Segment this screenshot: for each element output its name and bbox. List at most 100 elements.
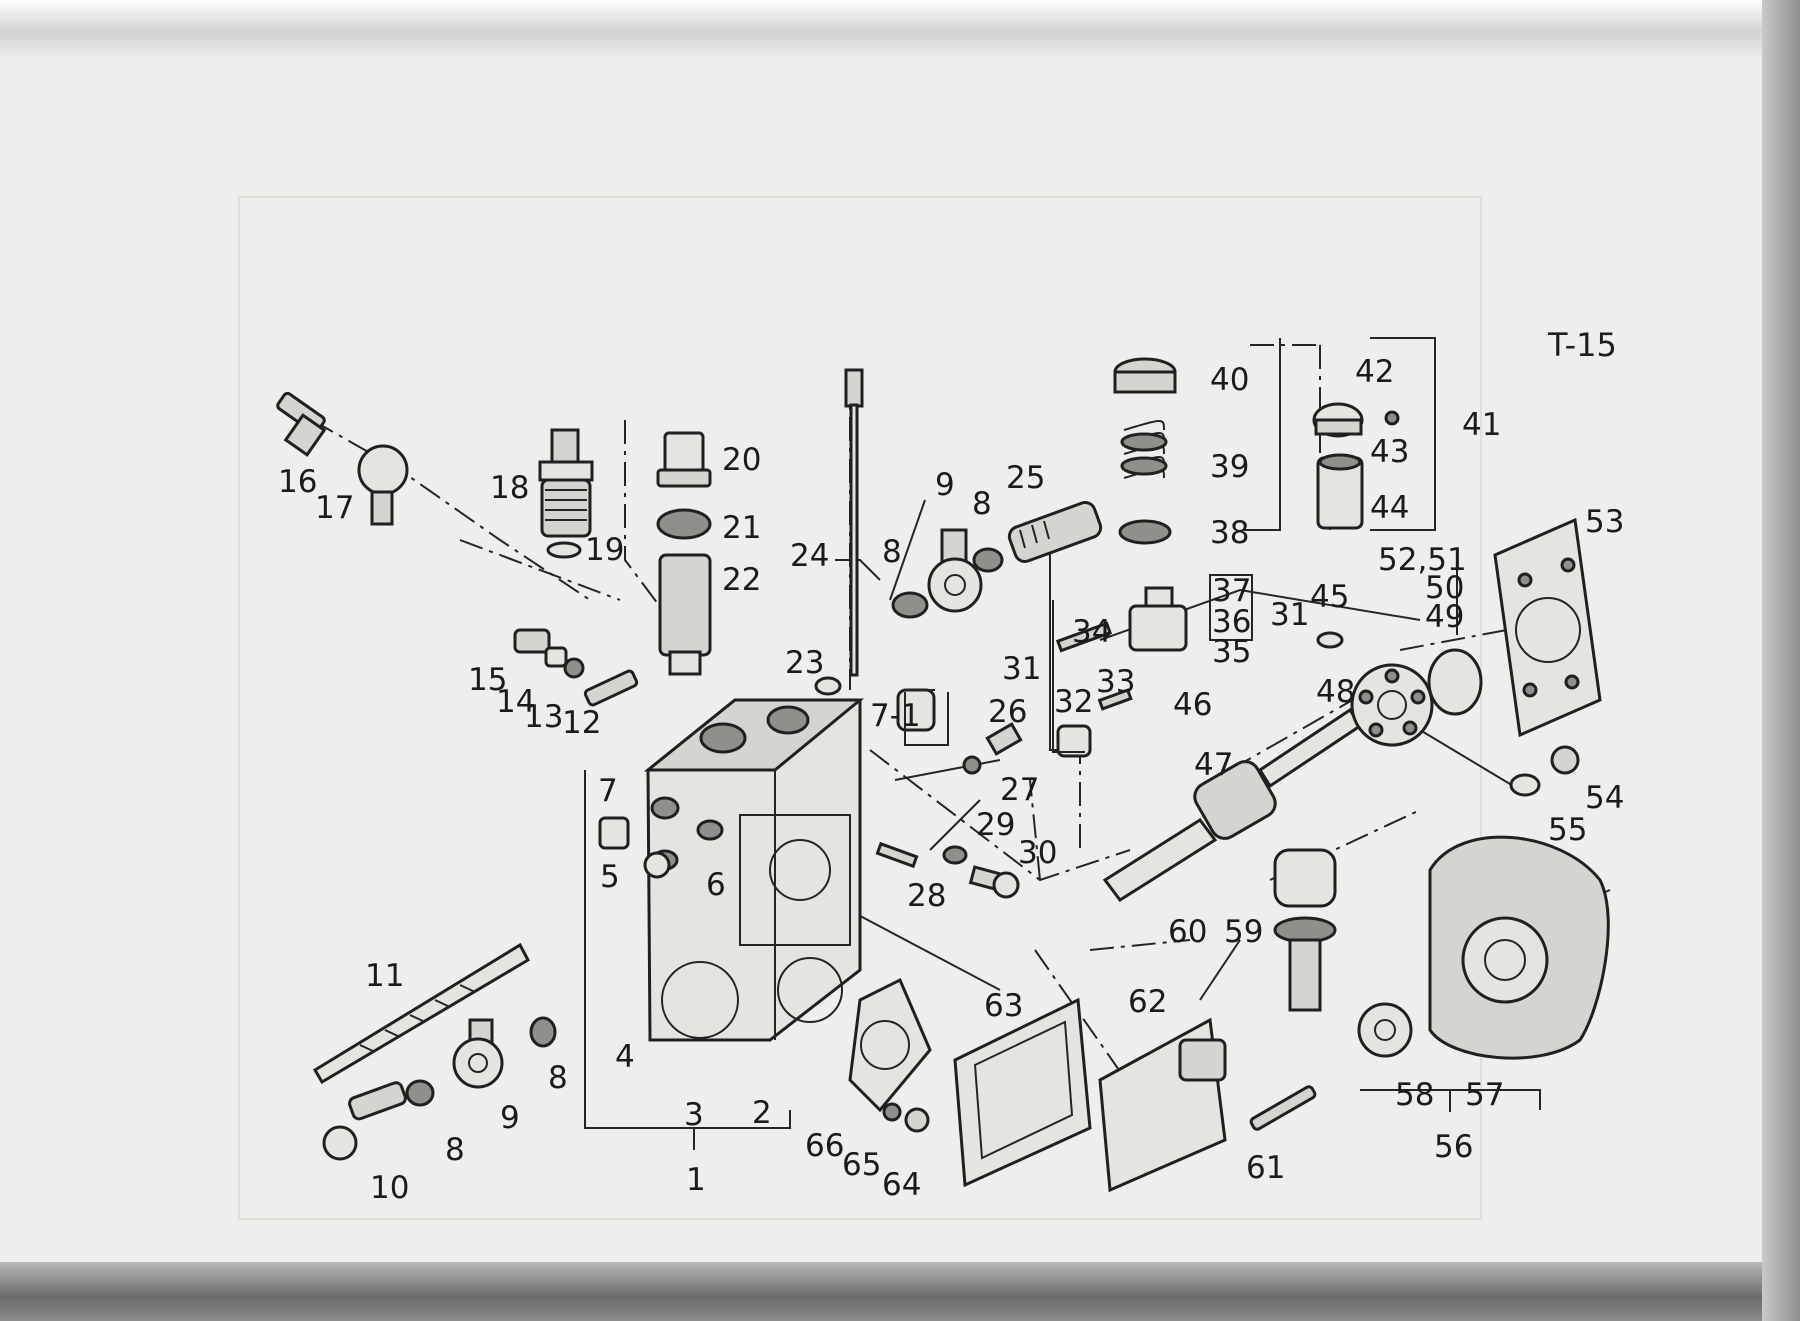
part-25-bolt [1007,501,1103,563]
part-30-bolt [968,865,1020,899]
part-27-nut [962,755,982,775]
part-19-washer [546,541,582,559]
part-17-banjo [357,444,409,526]
callout-38: 38 [1210,515,1249,551]
leader-lines [311,344,1611,1101]
part-21-ring [656,508,712,540]
part-3-main-housing [643,698,865,1042]
callout-13: 13 [524,699,563,735]
part-32-bush [1056,724,1092,758]
callout-31-right: 31 [1270,597,1309,633]
callout-22: 22 [722,562,761,598]
sheet-code: T-15 [1548,326,1617,364]
callout-45: 45 [1310,579,1349,615]
part-15-clip [513,628,551,654]
part-48-bearing [1350,663,1434,747]
callout-24: 24 [790,538,829,574]
callout-48: 48 [1316,674,1355,710]
part-65-washer [882,1102,902,1122]
part-62-cover [1098,1017,1227,1193]
callout-58: 58 [1395,1077,1434,1113]
callout-63: 63 [984,988,1023,1024]
part-40-cap [1113,357,1177,394]
callout-7-1: 7-1 [870,698,921,734]
callout-3: 3 [684,1097,704,1133]
callout-19: 19 [585,532,624,568]
part-8-washer-d [405,1079,435,1107]
callout-6: 6 [706,867,726,903]
part-64-nut [904,1107,930,1133]
callout-1: 1 [686,1162,706,1198]
callout-54: 54 [1585,780,1624,816]
callout-9-upper: 9 [935,467,955,503]
callout-46: 46 [1173,687,1212,723]
callout-40: 40 [1210,362,1249,398]
part-39-spring [1120,420,1168,479]
callout-66: 66 [805,1128,844,1164]
callout-52-51: 52,51 [1378,542,1467,578]
part-8-washer-a [891,591,929,619]
part-61-screw [1249,1085,1317,1131]
callout-26: 26 [988,694,1027,730]
part-42-clamp [1312,402,1364,438]
callout-28: 28 [907,878,946,914]
callout-65: 65 [842,1147,881,1183]
callout-21: 21 [722,510,761,546]
part-49-seal [1427,648,1483,716]
callout-42: 42 [1355,354,1394,390]
part-54-nut [1550,745,1580,775]
part-13-ring [563,657,585,679]
part-47-shaft [1102,707,1363,903]
callout-61: 61 [1246,1150,1285,1186]
callout-47: 47 [1194,747,1233,783]
callout-33: 33 [1096,664,1135,700]
part-7-bush-left [598,816,630,850]
part-8-washer-c [529,1016,557,1048]
callout-62: 62 [1128,984,1167,1020]
part-10-bolt [322,1081,407,1161]
part-33-pin [1097,688,1133,711]
part-58-bearing [1357,1002,1413,1058]
part-37-36-35-valve-body [1128,586,1188,652]
part-29-washer [942,845,968,865]
part-9-banjo-upper [927,528,983,613]
callout-14: 14 [496,684,535,720]
part-20-sleeve [656,431,712,488]
part-9-banjo-lower [452,1018,504,1089]
callout-8-b: 8 [972,486,992,522]
part-28-pin [875,841,919,869]
part-34-pin [1055,621,1113,653]
part-45-ring [1316,631,1344,649]
callout-9-lower: 9 [500,1100,520,1136]
callout-4: 4 [615,1039,635,1075]
part-24-rod [844,368,864,677]
callout-15: 15 [468,662,507,698]
callout-34: 34 [1072,614,1111,650]
part-5-plug [643,851,671,879]
part-55-washer [1509,773,1541,797]
callout-56: 56 [1434,1129,1473,1165]
callout-37: 37 [1212,573,1251,609]
callout-8-a: 8 [882,534,902,570]
part-23-seal [814,676,842,696]
scan-edge-bottom [0,1262,1800,1321]
callout-25: 25 [1006,460,1045,496]
part-26-screw [985,722,1023,756]
callout-27: 27 [1000,772,1039,808]
part-14-block [544,646,568,668]
callout-11: 11 [365,958,404,994]
part-12-screw [583,669,639,707]
callout-16: 16 [278,464,317,500]
callout-36: 36 [1212,604,1251,640]
callout-49: 49 [1425,599,1464,635]
callout-41: 41 [1462,407,1501,443]
part-8-washer-b [972,547,1004,573]
callout-23: 23 [785,645,824,681]
callout-53: 53 [1585,504,1624,540]
part-22-piston [658,553,712,676]
part-43-pin [1384,410,1400,426]
callout-32: 32 [1054,684,1093,720]
show-through-table [238,196,1482,1220]
scan-edge-top [0,0,1800,58]
